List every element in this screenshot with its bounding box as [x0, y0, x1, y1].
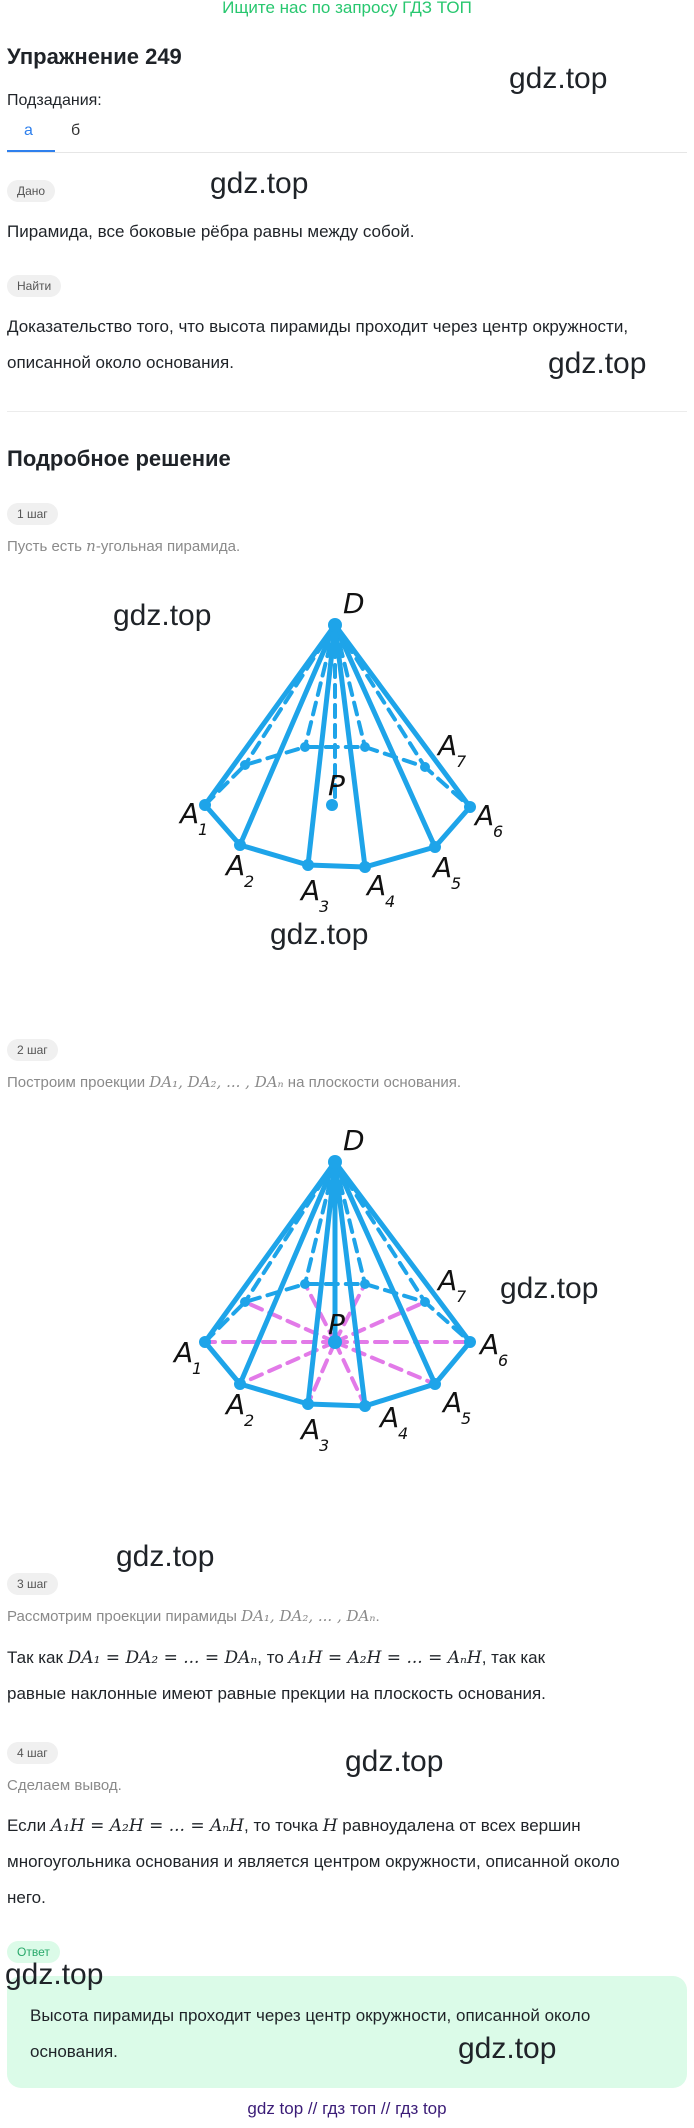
- section-divider: [7, 411, 687, 412]
- pyramid-figure-1: D P A 1 A 2 A 3 A 4 A 5 A 6 A 7: [178, 587, 503, 916]
- svg-text:A: A: [436, 1264, 457, 1297]
- svg-text:A: A: [478, 1328, 499, 1361]
- step-3-badge: 3 шаг: [7, 1573, 58, 1595]
- watermark: gdz.top: [548, 347, 647, 380]
- svg-text:5: 5: [461, 1409, 471, 1428]
- pyramid-figure-2: D P A 1 A 2 A 3 A 4 A 5 A 6 A 7: [172, 1124, 508, 1452]
- watermark: gdz.top: [509, 62, 608, 95]
- watermark: gdz.top: [210, 167, 309, 200]
- svg-text:6: 6: [498, 1351, 508, 1370]
- svg-text:D: D: [343, 1124, 365, 1157]
- tab-a[interactable]: а: [24, 122, 33, 139]
- footer-links[interactable]: gdz top // гдз топ // гдз top: [247, 2099, 447, 2118]
- step-1-text: Пусть есть n-угольная пирамида.: [7, 537, 241, 555]
- page-title: Упражнение 249: [7, 44, 182, 69]
- svg-text:A: A: [441, 1386, 462, 1419]
- svg-text:2: 2: [244, 872, 254, 891]
- answer-line-1: Высота пирамиды проходит через центр окр…: [30, 2006, 591, 2025]
- vertex-label: A: [178, 797, 199, 830]
- watermark: gdz.top: [113, 599, 212, 632]
- answer-box: [7, 1976, 687, 2088]
- answer-line-2: основания.: [30, 2042, 118, 2061]
- step-3-text: Рассмотрим проекции пирамиды DA₁, DA₂, .…: [7, 1607, 380, 1625]
- svg-text:3: 3: [319, 897, 329, 916]
- svg-text:1: 1: [192, 1359, 202, 1378]
- svg-text:A: A: [365, 869, 386, 902]
- step-4-line-2: многоугольника основания и является цент…: [7, 1852, 620, 1871]
- svg-text:4: 4: [398, 1424, 408, 1443]
- step-4-line-1: Если A₁H = A₂H = ... = AₙH, то точка H р…: [7, 1816, 581, 1836]
- step-3-line-1: Так как DA₁ = DA₂ = ... = DAₙ, то A₁H = …: [7, 1648, 546, 1668]
- svg-text:6: 6: [493, 822, 503, 841]
- step-1-badge: 1 шаг: [7, 503, 58, 525]
- svg-text:A: A: [436, 729, 457, 762]
- svg-text:A: A: [473, 799, 494, 832]
- tabs-divider: [7, 152, 687, 153]
- svg-text:A: A: [431, 851, 452, 884]
- svg-text:A: A: [224, 849, 245, 882]
- svg-text:5: 5: [451, 874, 461, 893]
- watermark: gdz.top: [116, 1540, 215, 1573]
- tab-b[interactable]: б: [71, 122, 81, 139]
- step-4-badge: 4 шаг: [7, 1742, 58, 1764]
- apex-label: D: [343, 587, 365, 620]
- active-tab-indicator: [7, 150, 55, 152]
- step-4-text: Сделаем вывод.: [7, 1777, 122, 1794]
- find-badge: Найти: [7, 275, 62, 297]
- svg-text:3: 3: [319, 1436, 329, 1452]
- promo-banner[interactable]: Ищите нас по запросу ГДЗ ТОП: [222, 0, 472, 17]
- step-3-line-2: равные наклонные имеют равные прекции на…: [7, 1684, 546, 1703]
- watermark: gdz.top: [5, 1958, 104, 1991]
- given-badge: Дано: [7, 180, 56, 202]
- step-4-line-3: него.: [7, 1888, 46, 1907]
- svg-text:4: 4: [385, 892, 395, 911]
- solution-title: Подробное решение: [7, 446, 231, 471]
- step-2-text: Построим проекции DA₁, DA₂, ... , DAₙ на…: [7, 1073, 462, 1091]
- center-label: P: [328, 769, 345, 802]
- find-text-line-2: описанной около основания.: [7, 353, 234, 372]
- svg-text:7: 7: [456, 1287, 467, 1306]
- svg-text:A: A: [224, 1388, 245, 1421]
- watermark: gdz.top: [500, 1272, 599, 1305]
- svg-text:2: 2: [244, 1411, 254, 1430]
- answer-badge: Ответ: [7, 1941, 60, 1963]
- subtasks-label: Подзадания:: [7, 92, 102, 109]
- svg-text:A: A: [172, 1336, 193, 1369]
- find-text-line-1: Доказательство того, что высота пирамиды…: [7, 317, 629, 336]
- watermark: gdz.top: [270, 918, 369, 951]
- watermark: gdz.top: [458, 2032, 557, 2065]
- svg-text:7: 7: [456, 752, 467, 771]
- watermark: gdz.top: [345, 1745, 444, 1778]
- svg-text:1: 1: [198, 820, 208, 839]
- svg-text:A: A: [378, 1401, 399, 1434]
- step-2-badge: 2 шаг: [7, 1039, 58, 1061]
- svg-text:A: A: [299, 874, 320, 907]
- given-text: Пирамида, все боковые рёбра равны между …: [7, 222, 415, 241]
- svg-text:A: A: [299, 1413, 320, 1446]
- svg-text:P: P: [328, 1308, 345, 1341]
